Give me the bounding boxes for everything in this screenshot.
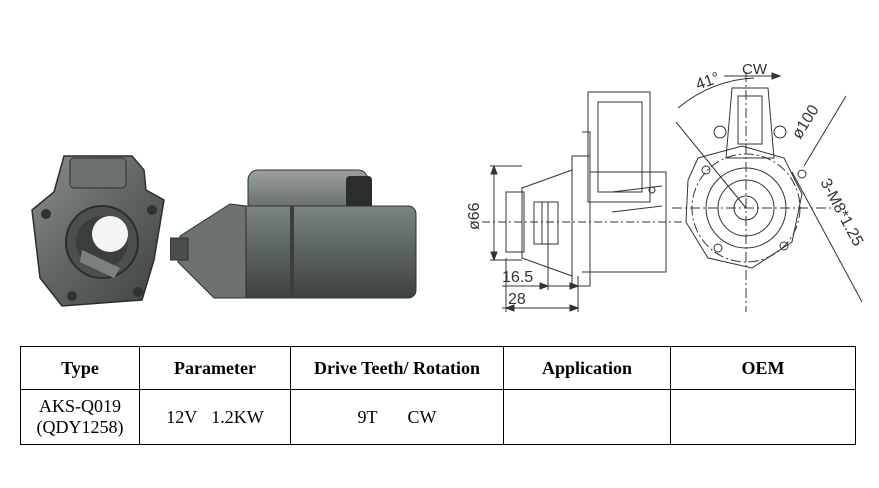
rotation-value: CW (407, 406, 437, 427)
voltage-value: 12V (166, 406, 198, 427)
dim-28-label: 28 (508, 291, 526, 308)
side-view (482, 91, 682, 287)
header-type: Type (20, 346, 140, 390)
spec-table: Type Parameter Drive Teeth/ Rotation App… (20, 346, 856, 445)
dim-16-5-label: 16.5 (502, 269, 533, 286)
angle-label: 41° (694, 70, 723, 94)
power-value: 1.2KW (211, 406, 264, 427)
teeth-value: 9T (357, 406, 378, 427)
starter-flange-photo (31, 155, 165, 307)
type-alt-code: (QDY1258) (36, 417, 124, 437)
header-application: Application (503, 346, 671, 390)
table-row: AKS-Q019 (QDY1258) 12V 1.2KW 9T CW (20, 389, 856, 445)
cell-application (503, 389, 671, 445)
header-drive-teeth-rotation: Drive Teeth/ Rotation (290, 346, 504, 390)
header-oem: OEM (670, 346, 856, 390)
header-parameter: Parameter (139, 346, 291, 390)
cell-drive: 9T CW (290, 389, 504, 445)
bolt-label: 3-M8*1.25 (816, 176, 866, 249)
diameter-66-text: ø66 (466, 202, 483, 230)
diameter-100-label: ø100 (789, 102, 823, 142)
header-row: Type Parameter Drive Teeth/ Rotation App… (20, 346, 856, 390)
rotation-label: CW (742, 62, 768, 78)
dim-66 (490, 164, 522, 262)
cell-type: AKS-Q019 (QDY1258) (20, 389, 140, 445)
cell-parameter: 12V 1.2KW (139, 389, 291, 445)
type-code: AKS-Q019 (38, 396, 121, 416)
front-view (672, 72, 863, 312)
cell-oem (670, 389, 856, 445)
starter-side-photo (170, 169, 417, 299)
technical-drawing: ø66 16.5 28 41° CW ø100 (466, 62, 866, 312)
dim-lengths (502, 244, 580, 312)
